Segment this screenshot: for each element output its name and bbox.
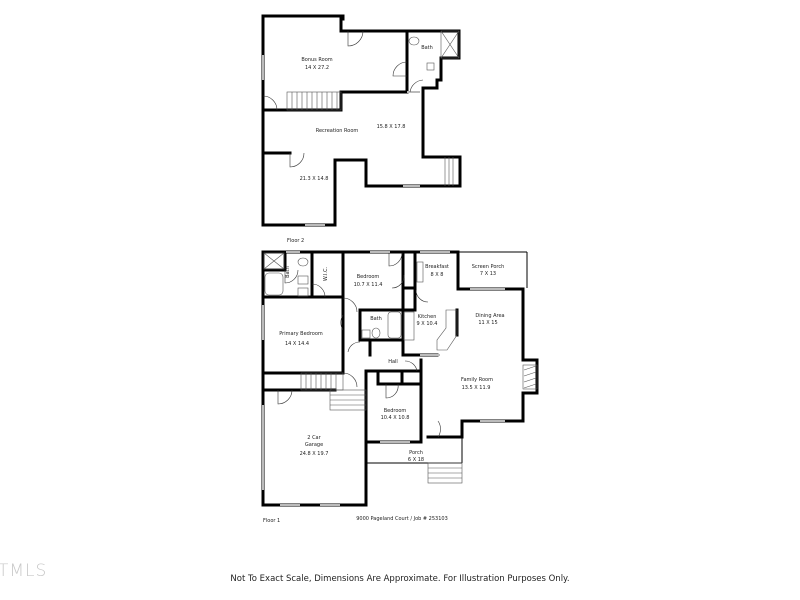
room-dims-f2-area: 21.3 X 14.8: [300, 176, 329, 182]
room-name-bedroom-3: Bedroom: [384, 408, 407, 414]
room-dims-bonus-room: 14 X 27.2: [305, 65, 329, 71]
room-dims-kitchen: 9 X 10.4: [417, 321, 438, 327]
room-name-wic: W.I.C.: [323, 267, 329, 282]
room-name-bath-f2: Bath: [421, 45, 433, 51]
floor-1-plan: Bath W.I.C. Bedroom 10.7 X 11.4 Breakfas…: [261, 250, 539, 524]
disclaimer-text: Not To Exact Scale, Dimensions Are Appro…: [230, 574, 570, 584]
room-name-breakfast: Breakfast: [425, 264, 449, 270]
floor-1-label: Floor 1: [263, 518, 280, 524]
room-name-family-room: Family Room: [461, 377, 493, 383]
room-dims-screen-porch: 7 X 13: [480, 271, 496, 277]
room-dims-porch: 6 X 18: [408, 457, 424, 463]
address-line: 9000 Pageland Court / Job # 253103: [356, 516, 448, 522]
room-name-bedroom-2: Bedroom: [357, 274, 380, 280]
room-dims-bedroom-3: 10.4 X 10.8: [381, 415, 410, 421]
room-name-porch: Porch: [409, 450, 423, 456]
room-name-screen-porch: Screen Porch: [472, 264, 505, 270]
floor-2-label: Floor 2: [287, 238, 304, 244]
mls-watermark: TMLS: [0, 561, 48, 581]
room-name-garage-line2: Garage: [305, 442, 323, 448]
room-name-hall-bath: Bath: [370, 316, 382, 322]
room-dims-dining-area: 11 X 15: [478, 320, 497, 326]
room-name-primary-bedroom: Primary Bedroom: [279, 331, 323, 337]
room-dims-breakfast: 8 X 8: [431, 272, 444, 278]
room-name-recreation-room: Recreation Room: [316, 128, 359, 134]
room-name-garage-line1: 2 Car: [307, 435, 321, 441]
room-dims-family-room: 13.5 X 11.9: [462, 385, 491, 391]
room-dims-bedroom-2: 10.7 X 11.4: [354, 282, 383, 288]
room-dims-garage: 24.8 X 19.7: [300, 451, 329, 457]
floor-2-plan: Bonus Room 14 X 27.2 Bath Recreation Roo…: [261, 14, 462, 244]
room-name-bonus-room: Bonus Room: [301, 57, 332, 63]
room-name-primary-bath: Bath: [285, 266, 291, 278]
room-dims-primary-bedroom: 14 X 14.4: [285, 341, 309, 347]
room-name-hall: Hall: [388, 359, 398, 365]
room-dims-recreation-room: 15.8 X 17.8: [377, 124, 406, 130]
room-name-dining-area: Dining Area: [475, 313, 504, 319]
room-name-kitchen: Kitchen: [418, 314, 437, 320]
